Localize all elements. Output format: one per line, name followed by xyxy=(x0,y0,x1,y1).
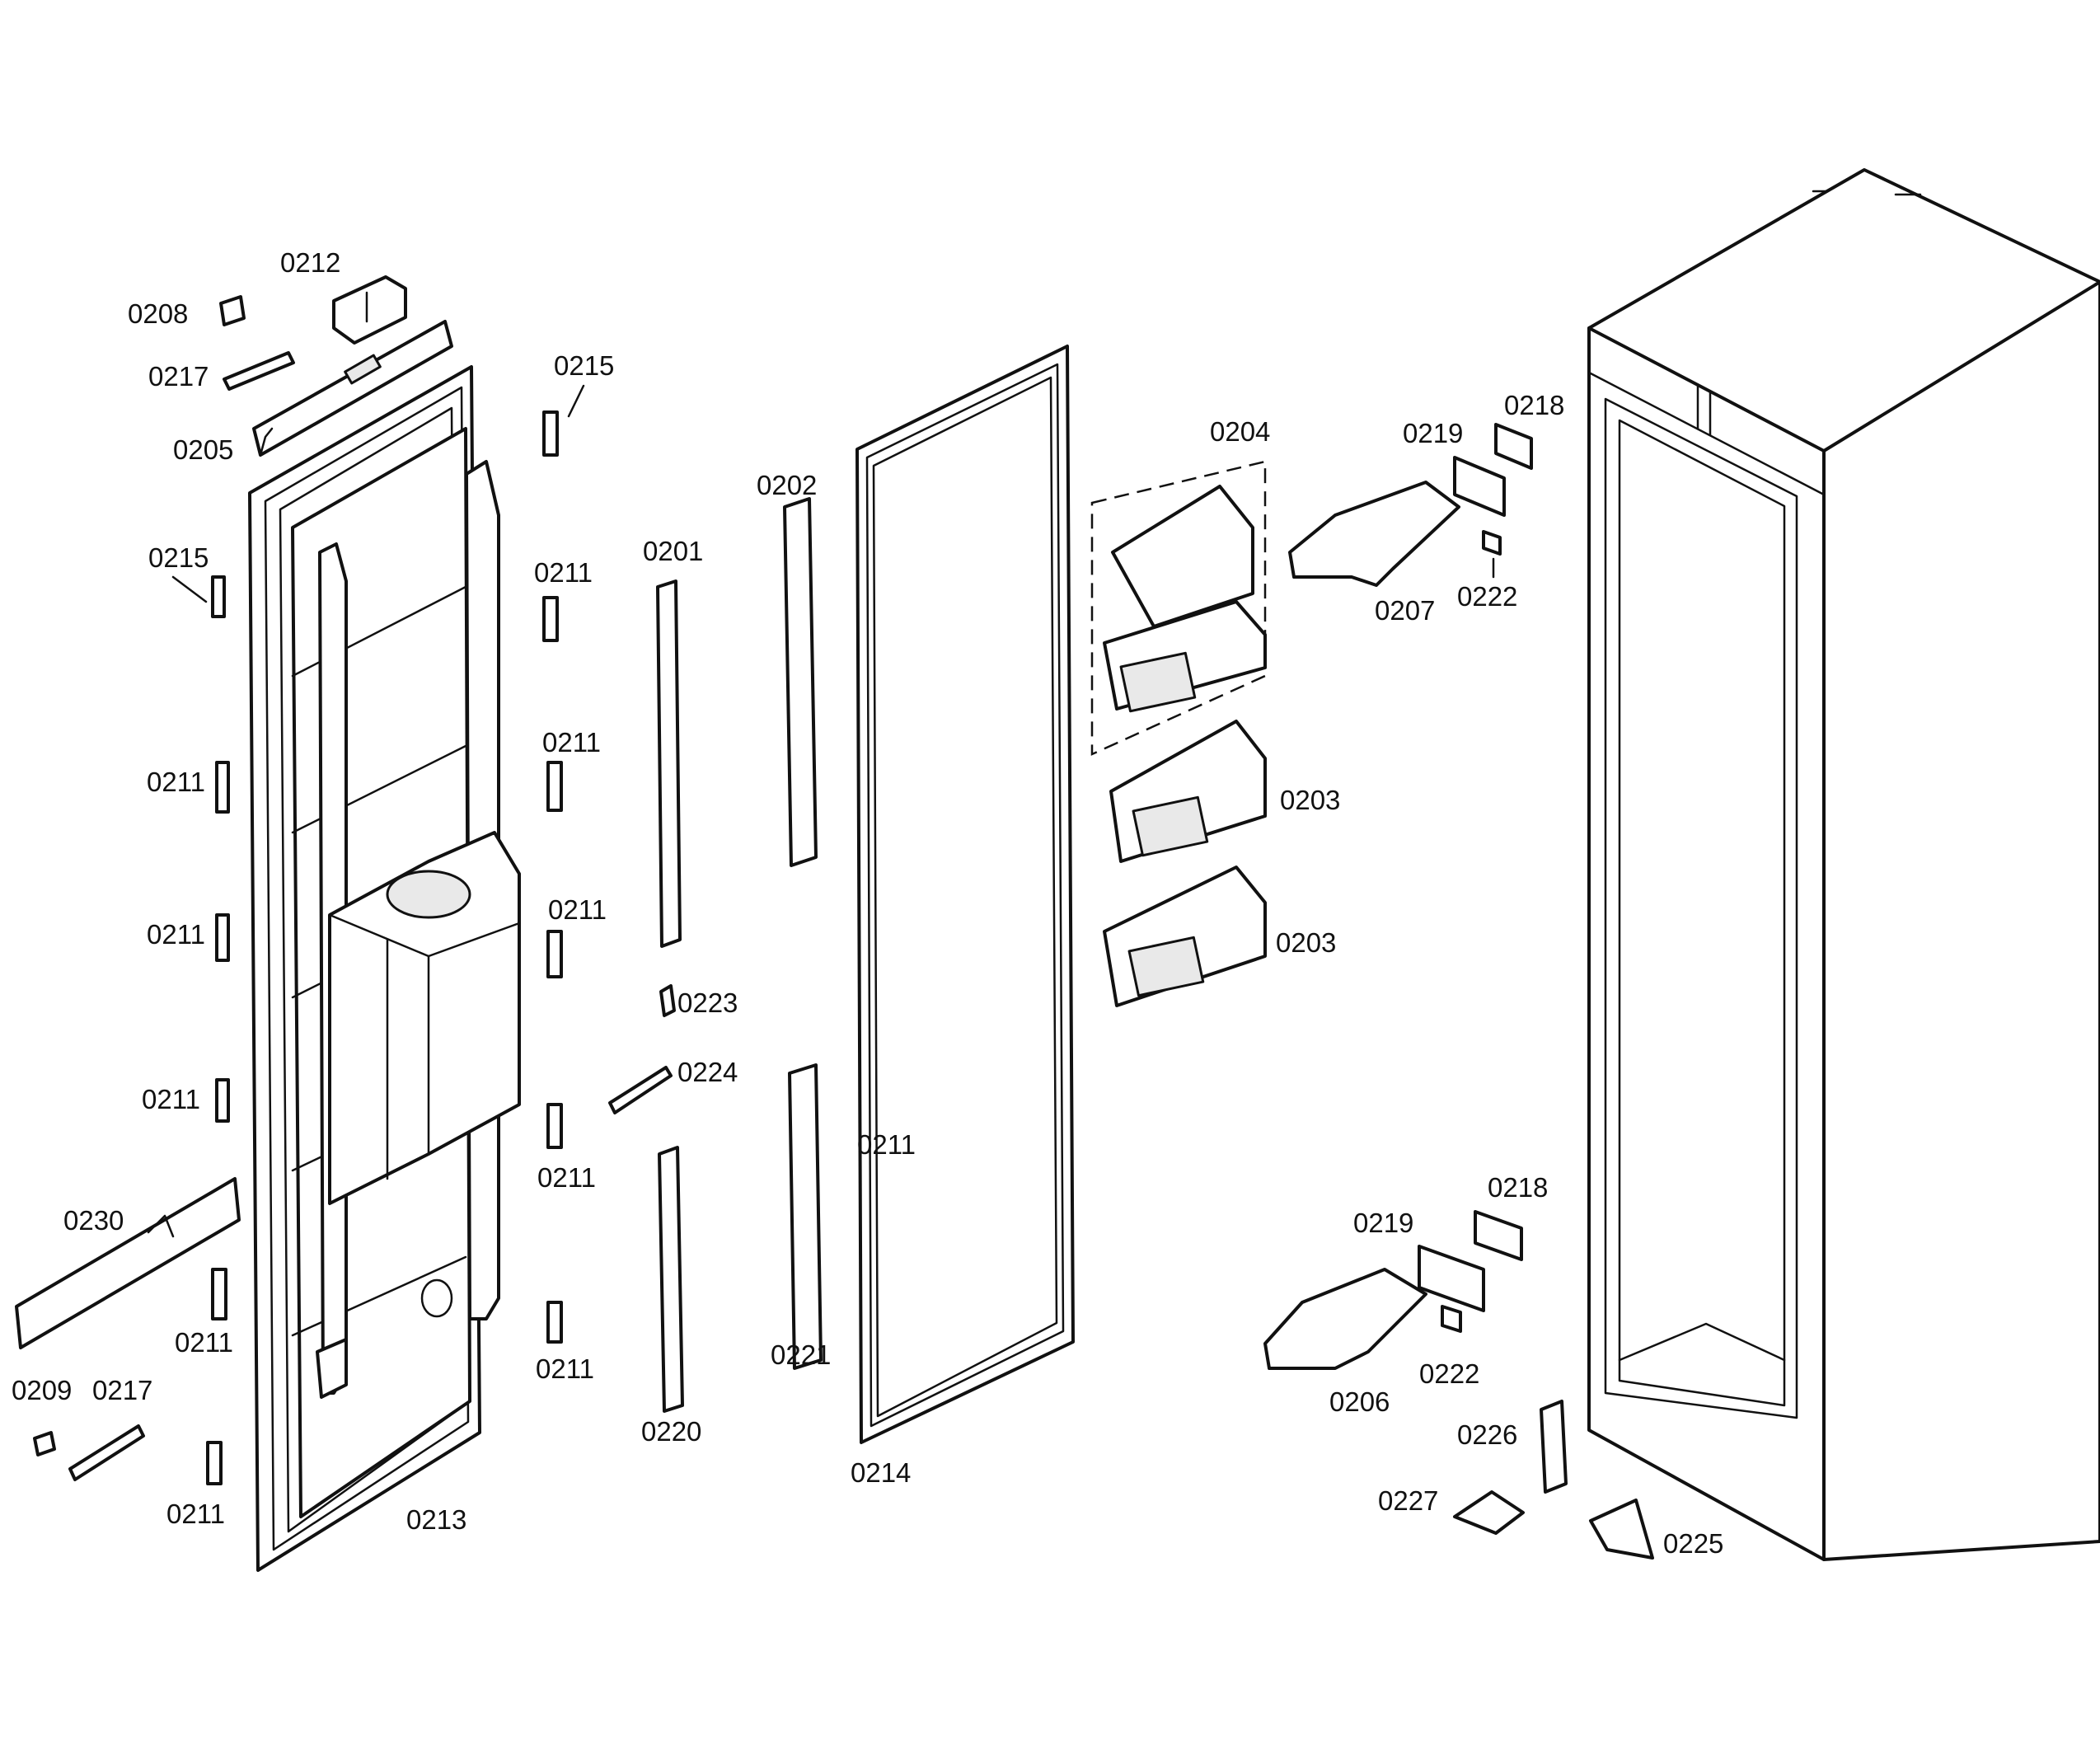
label-0218: 0218 xyxy=(1504,390,1564,420)
label-0204: 0204 xyxy=(1210,416,1270,447)
refrigerator-cabinet xyxy=(1587,168,2100,1561)
label-0224: 0224 xyxy=(677,1057,738,1087)
label-0222: 0222 xyxy=(1419,1358,1479,1389)
label-0211: 0211 xyxy=(142,1084,200,1114)
label-0230: 0230 xyxy=(63,1205,124,1236)
label-0205: 0205 xyxy=(173,434,233,465)
door-rails xyxy=(608,497,823,1413)
label-0211: 0211 xyxy=(166,1499,225,1529)
door-clips-right xyxy=(542,410,563,1344)
label-0202: 0202 xyxy=(757,470,817,500)
label-0211: 0211 xyxy=(537,1162,596,1193)
label-0203: 0203 xyxy=(1280,785,1340,815)
label-0220: 0220 xyxy=(641,1416,701,1447)
leader-lines xyxy=(171,384,1495,603)
label-0225: 0225 xyxy=(1663,1528,1723,1559)
label-0222: 0222 xyxy=(1457,581,1517,612)
label-0211: 0211 xyxy=(534,557,593,588)
bottom-bracket-parts xyxy=(15,1177,241,1481)
label-0211: 0211 xyxy=(542,727,601,758)
part-labels: 0201 0202 0203 0203 0204 0205 0206 0207 … xyxy=(12,247,1723,1559)
label-0221: 0221 xyxy=(771,1339,831,1370)
label-0227: 0227 xyxy=(1378,1485,1438,1516)
top-hinge-parts xyxy=(219,275,453,457)
door-bins xyxy=(1090,460,1267,1007)
label-0211: 0211 xyxy=(548,894,607,925)
label-0223: 0223 xyxy=(677,987,738,1018)
label-0219: 0219 xyxy=(1353,1208,1413,1238)
door-gasket xyxy=(855,345,1075,1444)
label-0206: 0206 xyxy=(1329,1386,1390,1417)
label-0209: 0209 xyxy=(12,1375,72,1405)
label-0217: 0217 xyxy=(148,361,209,392)
label-0218: 0218 xyxy=(1488,1172,1548,1203)
label-0213: 0213 xyxy=(406,1504,466,1535)
label-0226: 0226 xyxy=(1457,1419,1517,1450)
hinge-assemblies xyxy=(1263,423,1654,1560)
label-0211: 0211 xyxy=(175,1327,233,1358)
door-assembly xyxy=(248,365,521,1572)
label-0219: 0219 xyxy=(1403,418,1463,448)
label-0217: 0217 xyxy=(92,1375,152,1405)
label-0215: 0215 xyxy=(554,350,614,381)
label-0211: 0211 xyxy=(147,767,205,797)
door-clips-left xyxy=(206,575,230,1485)
label-0211: 0211 xyxy=(147,919,205,950)
label-0212: 0212 xyxy=(280,247,340,278)
label-0214: 0214 xyxy=(851,1457,911,1488)
label-0201: 0201 xyxy=(643,536,703,566)
label-0208: 0208 xyxy=(128,298,188,329)
label-0207: 0207 xyxy=(1375,595,1435,626)
label-0211: 0211 xyxy=(536,1353,594,1384)
label-0211: 0211 xyxy=(857,1129,916,1160)
label-0215: 0215 xyxy=(148,542,209,573)
label-0203: 0203 xyxy=(1276,927,1336,958)
